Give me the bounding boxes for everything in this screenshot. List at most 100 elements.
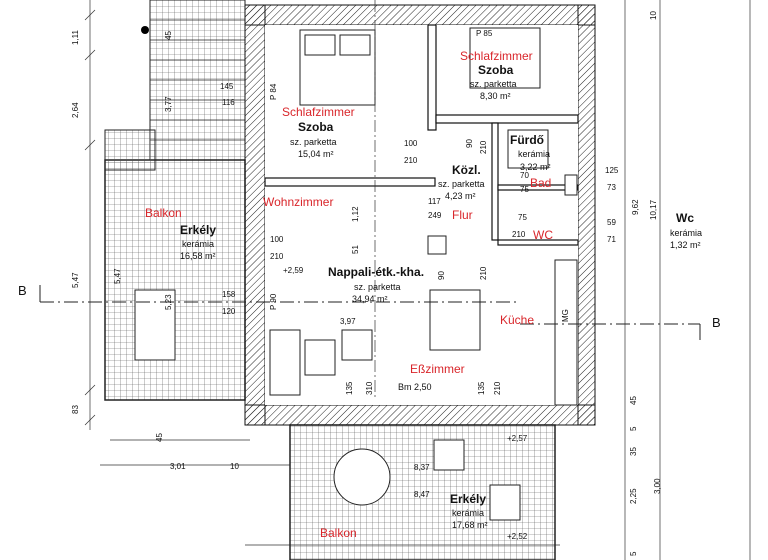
dim-text: 90 bbox=[437, 271, 446, 280]
parapet-label-84: P 84 bbox=[269, 83, 278, 100]
dim-text: 8,37 bbox=[414, 463, 430, 472]
dim-text: 3,00 bbox=[653, 478, 662, 494]
dim-text: 135 bbox=[477, 381, 486, 395]
room-szoba-1-area: 15,04 m² bbox=[298, 149, 334, 159]
flur-label: Flur bbox=[452, 208, 473, 222]
dim-text: 45 bbox=[629, 396, 638, 405]
section-line bbox=[39, 285, 701, 340]
room-erkely-1-floor: kerámia bbox=[182, 239, 215, 249]
section-mark-left: B bbox=[18, 283, 27, 298]
furniture bbox=[134, 27, 578, 521]
balkon-label-1: Balkon bbox=[145, 206, 182, 220]
room-nappali-floor: sz. parketta bbox=[354, 282, 401, 292]
room-kozl-area: 4,23 m² bbox=[445, 191, 476, 201]
room-furdo-area: 3,22 m² bbox=[520, 162, 551, 172]
dim-text: 100 bbox=[404, 139, 418, 148]
dim-text: 8,47 bbox=[414, 490, 430, 499]
dim-text: 120 bbox=[222, 307, 236, 316]
interior-walls bbox=[264, 24, 579, 246]
level-label-3: +2,52 bbox=[507, 532, 528, 541]
room-wc-area: 1,32 m² bbox=[670, 240, 701, 250]
dim-text: 9,62 bbox=[631, 199, 640, 215]
room-erkely-2: Erkély bbox=[450, 492, 487, 506]
dim-text: 5 bbox=[629, 426, 638, 431]
room-erkely-2-area: 17,68 m² bbox=[452, 520, 488, 530]
balkon-label-2: Balkon bbox=[320, 526, 357, 540]
dim-text: 3,97 bbox=[340, 317, 356, 326]
dim-text: 10 bbox=[649, 11, 658, 20]
dim-text: 3,01 bbox=[170, 462, 186, 471]
dim-text: 310 bbox=[365, 381, 374, 395]
dim-text: 5,23 bbox=[164, 294, 173, 310]
dim-text: 75 bbox=[520, 185, 529, 194]
room-kozl-floor: sz. parketta bbox=[438, 179, 485, 189]
section-mark-right: B bbox=[712, 315, 721, 330]
dim-text: 75 bbox=[518, 213, 527, 222]
parapet-label-90: P 90 bbox=[269, 293, 278, 310]
room-erkely-2-floor: kerámia bbox=[452, 508, 485, 518]
room-kozl: Közl. bbox=[452, 163, 481, 177]
room-wc-floor: kerámia bbox=[670, 228, 703, 238]
bad-label: Bad bbox=[530, 176, 552, 190]
dim-text: 59 bbox=[607, 218, 616, 227]
room-szoba-1-floor: sz. parketta bbox=[290, 137, 337, 147]
parapet-label-85: P 85 bbox=[476, 29, 493, 38]
mg-label: MG bbox=[561, 309, 570, 322]
room-erkely-1: Erkély bbox=[180, 223, 217, 237]
level-label-1: +2,59 bbox=[283, 266, 304, 275]
dim-text: 135 bbox=[345, 381, 354, 395]
dim-text: 210 bbox=[479, 140, 488, 154]
dim-text: 249 bbox=[428, 211, 442, 220]
dim-text: 45 bbox=[164, 31, 173, 40]
dim-text: 158 bbox=[222, 290, 236, 299]
dim-text: 71 bbox=[607, 235, 616, 244]
stair-steps bbox=[150, 19, 245, 141]
room-szoba-1: Szoba bbox=[298, 120, 334, 134]
room-wc: Wc bbox=[676, 211, 694, 225]
dim-text: 5,47 bbox=[71, 272, 80, 288]
level-label-2: +2,57 bbox=[507, 434, 528, 443]
left-balcony bbox=[104, 159, 246, 401]
dim-text: 210 bbox=[512, 230, 526, 239]
room-nappali-area: 34,94 m² bbox=[352, 294, 388, 304]
ceiling-height-label: Bm 2,50 bbox=[398, 382, 432, 392]
dim-text: 100 bbox=[270, 235, 284, 244]
dim-text: 10 bbox=[230, 462, 239, 471]
room-szoba-2-floor: sz. parketta bbox=[470, 79, 517, 89]
room-szoba-2-area: 8,30 m² bbox=[480, 91, 511, 101]
wohnzimmer-label: Wohnzimmer bbox=[263, 195, 334, 209]
dim-text: 83 bbox=[71, 405, 80, 414]
dim-text: 70 bbox=[520, 171, 529, 180]
wc-label-de: WC bbox=[533, 228, 553, 242]
dim-text: 210 bbox=[404, 156, 418, 165]
room-szoba-2: Szoba bbox=[478, 63, 514, 77]
room-nappali: Nappali-étk.-kha. bbox=[328, 265, 425, 279]
dim-text: 45 bbox=[155, 433, 164, 442]
room-furdo: Fürdő bbox=[510, 133, 544, 147]
dim-text: 210 bbox=[479, 266, 488, 280]
dim-text: 73 bbox=[607, 183, 616, 192]
dim-text: 1,11 bbox=[71, 30, 80, 45]
room-furdo-floor: kerámia bbox=[518, 149, 551, 159]
dim-text: 35 bbox=[629, 447, 638, 456]
dim-text: 10,17 bbox=[649, 199, 658, 220]
dim-text: 5,47 bbox=[113, 268, 122, 284]
dim-text: 145 bbox=[220, 82, 234, 91]
kuche-label: Küche bbox=[500, 313, 535, 327]
dim-text: 116 bbox=[222, 98, 235, 107]
dim-text: 2,64 bbox=[71, 102, 80, 118]
dim-text: 210 bbox=[270, 252, 284, 261]
schlafzimmer-label-2: Schlafzimmer bbox=[460, 49, 533, 63]
dim-text: 1,12 bbox=[351, 206, 360, 222]
dim-text: 90 bbox=[465, 139, 474, 148]
esszimmer-label: Eßzimmer bbox=[410, 362, 465, 376]
dim-text: 117 bbox=[428, 197, 441, 206]
stair-start-dot bbox=[141, 26, 149, 34]
dim-text: 3,77 bbox=[164, 96, 173, 112]
dim-text: 210 bbox=[493, 381, 502, 395]
dim-text: 5 bbox=[629, 551, 638, 556]
dim-text: 125 bbox=[605, 166, 619, 175]
schlafzimmer-label-1: Schlafzimmer bbox=[282, 105, 355, 119]
